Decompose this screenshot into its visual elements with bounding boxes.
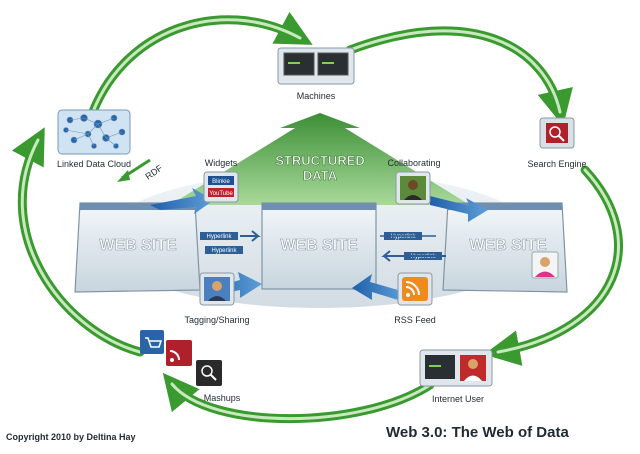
magnifier-icon	[549, 126, 561, 138]
hyperlink-tag: Hyperlink	[390, 234, 416, 240]
site-user-icon	[531, 251, 559, 279]
mashups-node: Mashups	[140, 330, 241, 403]
machines-label: Machines	[297, 91, 336, 101]
hyperlink-tags: Hyperlink Hyperlink Hyperlink Hyperlink	[200, 230, 446, 262]
widget-badge-label: YouTube	[209, 191, 233, 197]
search-engine-label: Search Engine	[527, 159, 586, 169]
web-site-2: WEB SITE	[261, 202, 377, 290]
widgets-label: Widgets	[205, 158, 238, 168]
rss-icon	[402, 277, 428, 301]
copyright-text: Copyright 2010 by Deltina Hay	[6, 432, 136, 442]
data-label: DATA	[303, 168, 338, 183]
hyperlink-tag: Hyperlink	[206, 234, 232, 240]
rss-feed-label: RSS Feed	[394, 315, 436, 325]
collaborating-label: Collaborating	[387, 158, 440, 168]
rss-feed-node: RSS Feed	[394, 272, 436, 325]
tagging-sharing-label: Tagging/Sharing	[184, 315, 249, 325]
internet-user-label: Internet User	[432, 394, 484, 404]
mashups-label: Mashups	[204, 393, 241, 403]
linked-data-cloud-node: Linked Data Cloud	[57, 109, 131, 169]
web-site-label: WEB SITE	[469, 237, 547, 254]
web-site-label: WEB SITE	[280, 237, 358, 254]
widget-badge	[208, 188, 234, 197]
machines-node: Machines	[277, 47, 355, 101]
search-engine-icon	[546, 123, 568, 143]
structured-data-triangle: STRUCTURED DATA	[170, 113, 470, 205]
hyperlink-tag: Hyperlink	[211, 248, 237, 254]
web-site-1: WEB SITE	[74, 202, 201, 293]
widgets-node: Blinkie YouTube Widgets	[203, 158, 239, 203]
arrow-cloud-to-machines	[85, 11, 313, 125]
internet-user-node: Internet User	[419, 349, 493, 404]
linked-data-cloud-label: Linked Data Cloud	[57, 159, 131, 169]
magnifier-icon	[196, 360, 222, 386]
search-engine-node: Search Engine	[527, 117, 587, 169]
diagram-title: Web 3.0: The Web of Data	[386, 424, 569, 441]
green-cycle-arrows	[11, 11, 623, 424]
cart-icon	[140, 330, 164, 354]
rss-icon	[166, 340, 192, 366]
rdf-label: RDF	[143, 163, 164, 182]
arrow-machines-to-search	[345, 26, 573, 127]
widget-badge	[208, 176, 234, 185]
widget-badge-label: Blinkie	[212, 179, 230, 185]
tagging-sharing-node: Tagging/Sharing	[184, 272, 250, 325]
web-site-label: WEB SITE	[99, 237, 177, 254]
web-site-3: WEB SITE	[442, 202, 568, 293]
collaborating-node: Collaborating	[387, 158, 441, 205]
structured-label: STRUCTURED	[275, 153, 365, 168]
